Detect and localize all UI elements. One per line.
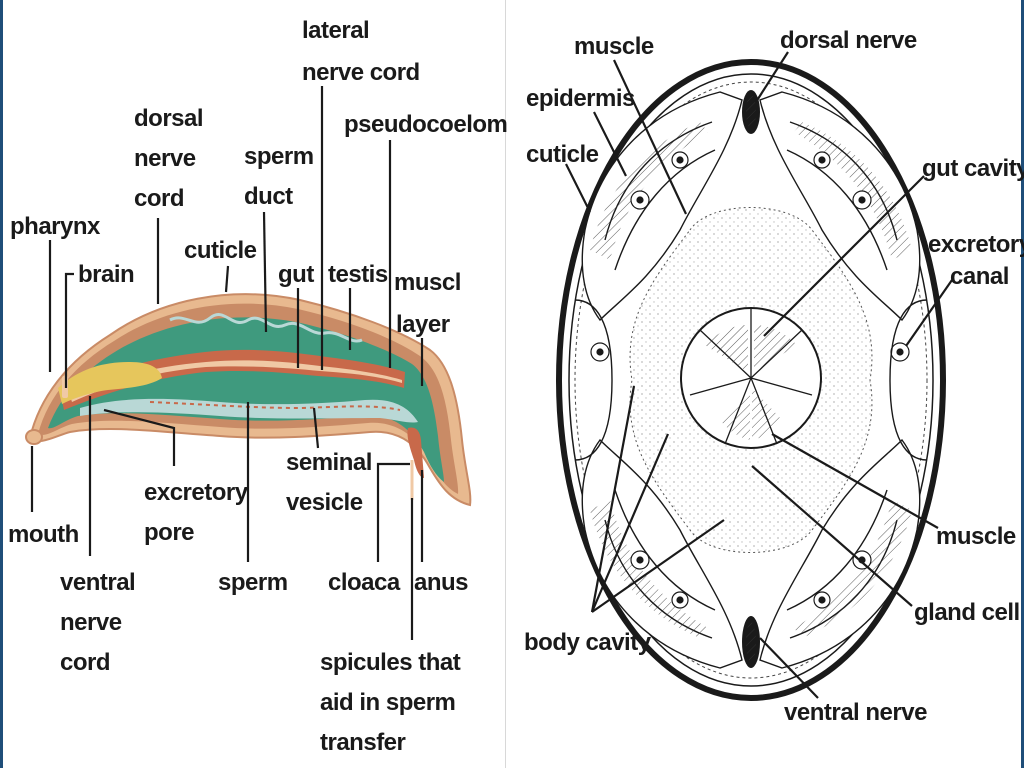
leader-cs-body-cavity-2 xyxy=(590,433,670,613)
leader-brain xyxy=(64,272,74,388)
worm-cloaca-shape xyxy=(407,427,424,478)
label-ventral-nerve-cord-line1: ventral xyxy=(60,569,135,596)
label-excretory-pore-line1: excretory xyxy=(144,479,249,506)
label-dorsal-nerve-cord-line2: nerve xyxy=(134,145,196,172)
worm-pharynx-shape xyxy=(58,362,162,404)
label-cs-excretory-canal-line2: canal xyxy=(950,263,1009,290)
label-sperm-duct-line2: duct xyxy=(244,183,293,210)
cross-section-muscle-fibres xyxy=(590,122,912,638)
leader-cs-epidermis xyxy=(593,111,627,177)
label-spicules-line2: aid in sperm xyxy=(320,689,455,716)
leader-cs-ventral-nerve xyxy=(759,637,819,699)
leader-cs-gland-cell xyxy=(751,465,913,607)
label-spicules-line3: transfer xyxy=(320,729,406,756)
frame-right-border xyxy=(1021,0,1024,768)
label-cs-ventral-nerve: ventral nerve xyxy=(784,699,927,726)
worm-cross-section-illustration xyxy=(556,59,946,701)
worm-cross-section-labels: muscle dorsal nerve epidermis cuticle gu… xyxy=(524,27,1024,726)
label-lateral-nerve-cord-line2: nerve cord xyxy=(302,59,420,86)
label-spicules-line1: spicules that xyxy=(320,649,461,676)
cross-section-epidermis-ring xyxy=(568,73,934,687)
label-gut: gut xyxy=(278,261,314,288)
worm-mouth-shape xyxy=(25,429,43,445)
cross-section-dorsal-nerve-hatch xyxy=(746,95,756,129)
worm-longitudinal-leaders xyxy=(30,86,424,640)
label-cuticle: cuticle xyxy=(184,237,257,264)
label-cs-epidermis: epidermis xyxy=(526,85,635,112)
label-dorsal-nerve-cord-line3: cord xyxy=(134,185,184,212)
label-lateral-nerve-cord-line1: lateral xyxy=(302,17,369,44)
label-pharynx: pharynx xyxy=(10,213,101,240)
leader-cs-muscle-top xyxy=(613,59,687,215)
label-testis: testis xyxy=(328,261,388,288)
label-cs-muscle-right: muscle xyxy=(936,523,1016,550)
label-cs-body-cavity: body cavity xyxy=(524,629,652,656)
panel-divider xyxy=(505,0,506,768)
cross-section-lateral-cord-right xyxy=(889,299,928,461)
leader-seminal-vesicle xyxy=(312,407,320,449)
label-cloaca: cloaca xyxy=(328,569,401,596)
label-cs-dorsal-nerve: dorsal nerve xyxy=(780,27,917,54)
worm-cross-section-leaders xyxy=(565,51,953,699)
label-sperm-duct-line1: sperm xyxy=(244,143,314,170)
label-ventral-nerve-cord-line2: nerve xyxy=(60,609,122,636)
leader-cs-muscle-right xyxy=(771,433,939,529)
label-sperm: sperm xyxy=(218,569,288,596)
worm-seminal-vesicle-shape xyxy=(149,401,401,411)
leader-cs-body-cavity-3 xyxy=(591,519,725,613)
label-cs-muscle-top: muscle xyxy=(574,33,654,60)
leader-cs-gut-cavity xyxy=(763,175,925,337)
leader-excretory-pore xyxy=(103,408,176,466)
cross-section-muscle-cells xyxy=(581,91,921,669)
label-seminal-vesicle-line1: seminal xyxy=(286,449,372,476)
label-muscle-layer-line1: muscl xyxy=(394,269,461,296)
frame-left-border xyxy=(0,0,3,768)
leader-cs-excretory-canal xyxy=(905,279,953,347)
label-seminal-vesicle-line2: vesicle xyxy=(286,489,363,516)
cross-section-inner-ring xyxy=(574,81,928,679)
leader-cloaca xyxy=(376,462,410,562)
label-cs-gut-cavity: gut cavity xyxy=(922,155,1024,182)
worm-pseudocoelom-shape xyxy=(48,317,444,482)
leader-cs-body-cavity-1 xyxy=(590,385,636,613)
leader-cuticle xyxy=(224,265,230,293)
label-muscle-layer-line2: layer xyxy=(396,311,450,338)
cross-section-nuclei xyxy=(590,151,910,609)
label-cs-cuticle: cuticle xyxy=(526,141,599,168)
label-brain: brain xyxy=(78,261,134,288)
leader-cs-dorsal-nerve xyxy=(755,51,789,103)
label-ventral-nerve-cord-line3: cord xyxy=(60,649,110,676)
label-anus: anus xyxy=(414,569,468,596)
label-dorsal-nerve-cord-line1: dorsal xyxy=(134,105,203,132)
cross-section-ventral-nerve-hatch xyxy=(746,622,756,662)
leader-cs-cuticle xyxy=(565,163,591,213)
worm-longitudinal-labels: lateral nerve cord pseudocoelom dorsal n… xyxy=(8,17,508,756)
label-cs-excretory-canal-line1: excretory xyxy=(928,231,1024,258)
label-excretory-pore-line2: pore xyxy=(144,519,194,546)
label-cs-gland-cell: gland cell xyxy=(914,599,1020,626)
label-pseudocoelom: pseudocoelom xyxy=(344,111,507,138)
label-mouth: mouth xyxy=(8,521,79,548)
cross-section-lateral-cord-left xyxy=(574,299,613,461)
leader-sperm-duct xyxy=(262,211,268,333)
